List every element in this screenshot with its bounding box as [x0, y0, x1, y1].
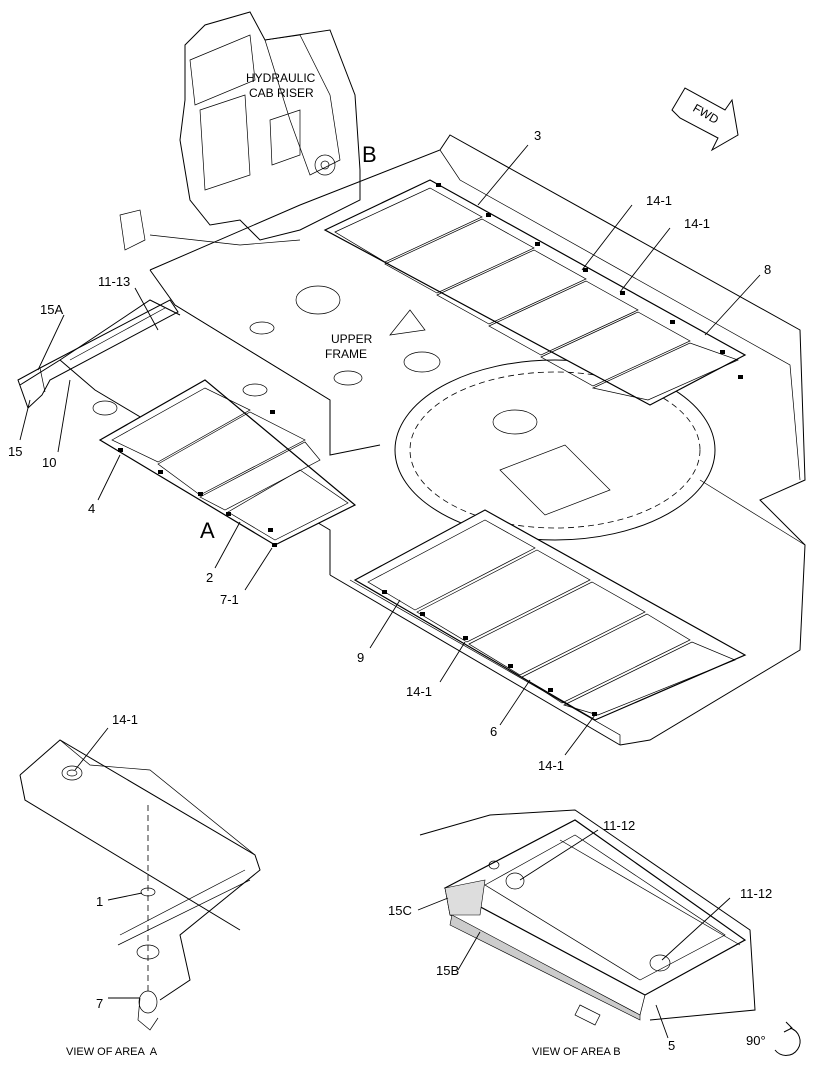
upper-frame-label-line2: FRAME [325, 347, 367, 361]
part-label: 14-1 [538, 758, 564, 773]
part-label: 4 [88, 501, 95, 516]
view-area-a-caption: VIEW OF AREA A [66, 1046, 158, 1058]
seal-strip-15b [449, 914, 641, 1021]
part-labels: 3 14-1 14-1 8 11-13 15A 15 10 4 2 7-1 9 … [8, 128, 772, 1053]
part-label: 11-12 [740, 886, 772, 901]
part-label: 11-13 [98, 274, 130, 289]
part-label: 6 [490, 724, 497, 739]
part-label: 1 [96, 894, 103, 909]
fwd-arrow-icon: FWD [671, 87, 739, 152]
part-label: 11-12 [603, 818, 635, 833]
hydraulic-cab-riser [119, 11, 361, 251]
part-label: 9 [357, 650, 364, 665]
part-label: 8 [764, 262, 771, 277]
fwd-label: FWD [691, 101, 722, 127]
rotation-icon [774, 1021, 801, 1056]
frame-features [92, 285, 441, 416]
leader-lines [19, 144, 761, 1039]
left-step-assembly [17, 299, 179, 409]
part-label: 14-1 [646, 193, 672, 208]
part-label: 2 [206, 570, 213, 585]
part-label: 14-1 [406, 684, 432, 699]
detail-view-a [19, 739, 261, 1031]
detail-view-b [419, 809, 756, 1026]
upper-frame-outline [19, 134, 806, 746]
hydraulic-cab-riser-label-line1: HYDRAULIC [246, 71, 316, 85]
part-label: 15A [40, 302, 63, 317]
view-captions: VIEW OF AREA A VIEW OF AREA B [66, 1046, 621, 1058]
part-label: 3 [534, 128, 541, 143]
part-label: 14-1 [684, 216, 710, 231]
part-label: 15C [388, 903, 412, 918]
part-label: 7 [96, 996, 103, 1011]
upper-frame-label-line1: UPPER [331, 332, 373, 346]
cover-plates-top [323, 179, 747, 406]
area-a-marker: A [200, 518, 215, 543]
area-b-marker: B [362, 142, 377, 167]
swing-bearing-ring [394, 359, 716, 541]
part-label: 14-1 [112, 712, 138, 727]
annotations: HYDRAULIC CAB RISER UPPER FRAME A B 90° [200, 71, 766, 1048]
hydraulic-cab-riser-label-line2: CAB RISER [249, 86, 314, 100]
rotation-label: 90° [746, 1033, 766, 1048]
part-label: 10 [42, 455, 56, 470]
part-label: 5 [668, 1038, 675, 1053]
cover-plates-left [98, 379, 357, 547]
part-label: 7-1 [220, 592, 239, 607]
part-label: 15 [8, 444, 22, 459]
part-label: 15B [436, 963, 459, 978]
view-area-b-caption: VIEW OF AREA B [532, 1046, 621, 1058]
seal-strip-15c [444, 879, 486, 916]
